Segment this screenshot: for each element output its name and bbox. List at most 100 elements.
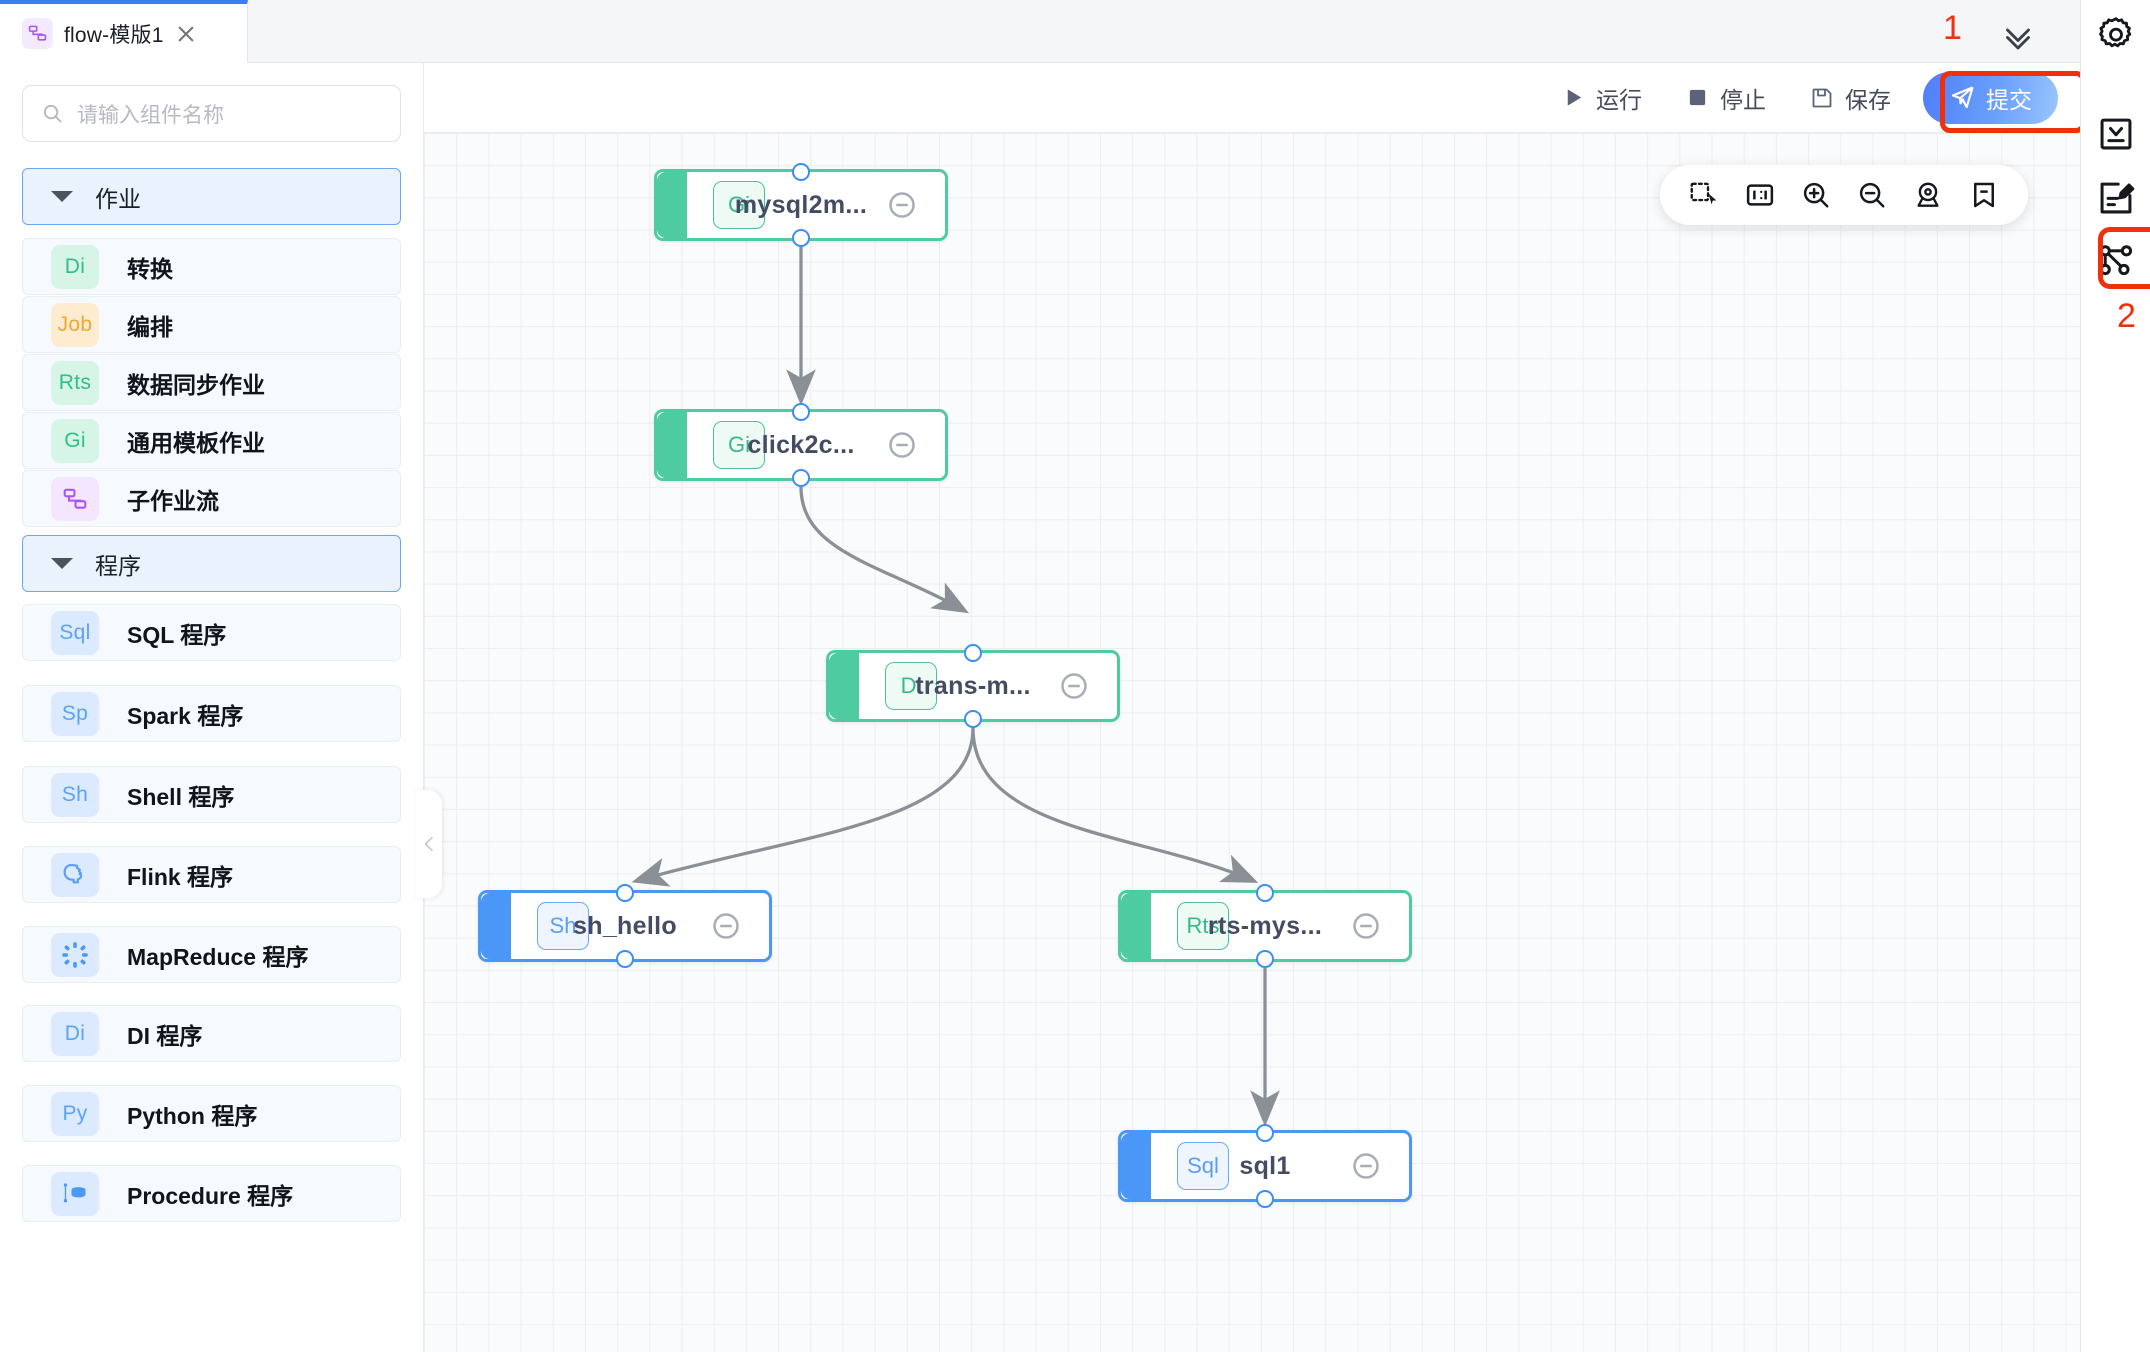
node-type-badge: Gi [713,421,765,469]
bookmark-minus-icon[interactable] [1956,167,2012,223]
graph-nodes-icon[interactable] [2094,238,2138,282]
flow-node-mysql2m[interactable]: Gi mysql2m... [654,163,948,247]
flow-edges [631,247,1280,1127]
flow-node-trans-m[interactable]: Di trans-m... [826,644,1120,728]
minus-circle-icon[interactable] [887,430,917,460]
annotation-label-1: 1 [1943,9,1962,47]
close-icon[interactable] [175,23,197,45]
badge-gi: Gi [51,418,99,463]
node-port-bottom[interactable] [964,710,982,728]
search-input[interactable]: 请输入组件名称 [22,85,401,142]
submit-label: 提交 [1986,86,2032,113]
stop-button[interactable]: 停止 [1664,74,1788,122]
stop-label: 停止 [1720,86,1766,113]
flow-canvas[interactable]: Gi mysql2m... Gi click2c... [424,133,2080,1352]
edit-note-icon[interactable] [2094,176,2138,220]
canvas-tool-dock [1660,165,2028,225]
sidebar-item-flink-program[interactable]: Flink 程序 [22,846,401,903]
badge-job: Job [51,302,99,347]
node-port-bottom[interactable] [1256,1190,1274,1208]
paper-plane-icon [1951,86,1974,109]
flow-toolbar: 运行 停止 保存 提交 [424,63,2080,133]
minus-circle-icon[interactable] [887,190,917,220]
sidebar-item-generic-template-job[interactable]: Gi 通用模板作业 [22,412,401,469]
flow-node-sh-hello[interactable]: Sh sh_hello [478,884,772,968]
tab-title: flow-模版1 [64,23,164,47]
sidebar-item-label: 子作业流 [127,487,219,514]
search-icon [43,104,62,123]
node-accent-bar [481,893,511,959]
node-port-bottom[interactable] [616,950,634,968]
sidebar-item-label: MapReduce 程序 [127,943,309,970]
zoom-in-icon[interactable] [1788,167,1844,223]
node-type-badge: Sh [537,902,589,950]
mapreduce-spinner-icon [51,932,99,977]
stop-square-icon [1689,89,1706,106]
node-port-top[interactable] [1256,884,1274,902]
sidebar-item-subflow[interactable]: 子作业流 [22,470,401,527]
sidebar-item-label: Spark 程序 [127,702,244,729]
run-button[interactable]: 运行 [1540,74,1664,122]
sidebar-item-label: Python 程序 [127,1102,258,1129]
sidebar-item-spark-program[interactable]: Sp Spark 程序 [22,685,401,742]
group-label: 程序 [95,552,141,579]
flow-node-sql1[interactable]: Sql sql1 [1118,1124,1412,1208]
node-port-top[interactable] [792,403,810,421]
node-accent-bar [657,412,687,478]
sidebar-item-label: 转换 [127,255,173,282]
locate-center-icon[interactable] [1900,167,1956,223]
minus-circle-icon[interactable] [1351,1151,1381,1181]
node-port-bottom[interactable] [792,229,810,247]
node-port-top[interactable] [964,644,982,662]
sidebar-group-header-jobs[interactable]: 作业 [22,168,401,225]
sidebar-item-sql-program[interactable]: Sql SQL 程序 [22,604,401,661]
sidebar-item-label: 数据同步作业 [127,371,265,398]
badge-sh: Sh [51,772,99,817]
marquee-select-icon[interactable] [1676,167,1732,223]
node-port-bottom[interactable] [1256,950,1274,968]
sidebar-group-header-programs[interactable]: 程序 [22,535,401,592]
flow-node-rts-mys[interactable]: Rts rts-mys... [1118,884,1412,968]
sidebar-item-shell-program[interactable]: Sh Shell 程序 [22,766,401,823]
gear-icon[interactable] [2094,13,2138,57]
caret-down-icon [51,191,73,202]
component-panel: 请输入组件名称 作业 Di 转换 Job 编排 Rts 数据同步作业 Gi 通用… [0,63,424,1352]
tab-strip: flow-模版1 [0,0,2080,63]
tab-flow-template-1[interactable]: flow-模版1 [0,0,248,63]
node-port-top[interactable] [1256,1124,1274,1142]
minus-circle-icon[interactable] [711,911,741,941]
sidebar-item-label: Flink 程序 [127,863,234,890]
procedure-database-icon [51,1171,99,1216]
sidebar-item-transform[interactable]: Di 转换 [22,238,401,295]
sidebar-item-data-sync-job[interactable]: Rts 数据同步作业 [22,354,401,411]
download-box-icon[interactable] [2094,112,2138,156]
sidebar-item-label: Procedure 程序 [127,1182,294,1209]
sidebar-item-procedure-program[interactable]: Procedure 程序 [22,1165,401,1222]
minus-circle-icon[interactable] [1351,911,1381,941]
sidebar-item-label: DI 程序 [127,1022,203,1049]
group-label: 作业 [95,185,141,212]
chevron-double-down-icon[interactable] [2000,18,2036,54]
flow-node-click2c[interactable]: Gi click2c... [654,403,948,487]
sidebar-item-di-program[interactable]: Di DI 程序 [22,1005,401,1062]
fit-view-icon[interactable] [1732,167,1788,223]
node-type-badge: Sql [1177,1142,1229,1190]
node-type-badge: Di [885,662,937,710]
sidebar-item-label: 编排 [127,313,173,340]
sidebar-item-orchestration[interactable]: Job 编排 [22,296,401,353]
caret-down-icon [51,558,73,569]
annotation-label-2: 2 [2117,297,2136,335]
node-port-top[interactable] [616,884,634,902]
sidebar-item-mapreduce-program[interactable]: MapReduce 程序 [22,926,401,983]
node-type-badge: Gi [713,181,765,229]
zoom-out-icon[interactable] [1844,167,1900,223]
sidebar-item-python-program[interactable]: Py Python 程序 [22,1085,401,1142]
save-button[interactable]: 保存 [1788,74,1913,122]
minus-circle-icon[interactable] [1059,671,1089,701]
panel-collapse-handle[interactable] [416,790,442,898]
node-port-top[interactable] [792,163,810,181]
node-port-bottom[interactable] [792,469,810,487]
badge-py: Py [51,1091,99,1136]
badge-rts: Rts [51,360,99,405]
submit-button[interactable]: 提交 [1923,71,2058,124]
